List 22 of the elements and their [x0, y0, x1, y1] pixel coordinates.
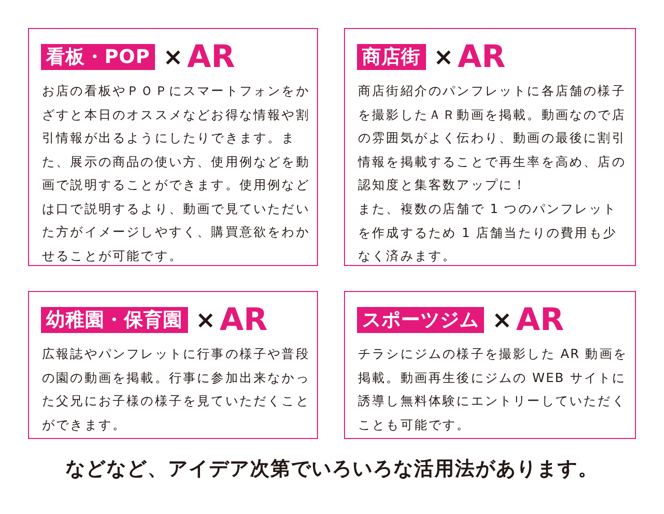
ar-text: AR	[516, 305, 564, 335]
description-text: 商店街紹介のパンフレットに各店舗の様子を撮影したＡＲ動画を掲載。動画なので店の雰囲気がよく伝わり、動画の最後に割引情報を掲載することで再生率を高め、店の認知度と集客数アップに！	[358, 82, 627, 194]
description-text: チラシにジムの様子を撮影した AR 動画を掲載。動画再生後にジムの WEB サイトに誘導し無料体験にエントリーしていただくことも可能です。	[358, 345, 628, 434]
description-text: お店の看板やＰＯＰにスマートフォンをかざすと本日のオススメなどお得な情報や割引情報が出るようにしたりできます。また、展示の商品の使い方、使用例などを動画で説明することができます。使用例などは口で説明するより、動画で見ていただいた方がイメージしやすく、購買意欲をわかせることが可能です。	[42, 82, 311, 264]
times-sign: ×	[434, 44, 454, 70]
category-label: スポーツジム	[357, 307, 484, 333]
times-sign: ×	[163, 44, 184, 70]
ar-text: AR	[458, 42, 506, 72]
ar-text: AR	[187, 42, 235, 72]
closing-text: などなど、アイデア次第でいろいろな活用法があります。	[64, 456, 600, 482]
category-label: 幼稚園・保育園	[41, 307, 188, 333]
card	[344, 291, 636, 439]
card	[28, 291, 318, 439]
card	[344, 28, 636, 266]
category-label: 看板・POP	[41, 44, 156, 70]
description-text: 広報誌やパンフレットに行事の様子や普段の園の動画を掲載。行事に参加出来なかった父兄にお子様の様子を見ていただくことができます。	[42, 345, 311, 434]
times-sign: ×	[196, 307, 216, 333]
times-sign: ×	[492, 307, 512, 333]
card	[28, 28, 318, 266]
ar-text: AR	[220, 305, 268, 335]
category-label: 商店街	[357, 44, 426, 70]
description-text: また、複数の店舗で 1 つのパンフレットを作成するため 1 店舗当たりの費用も少なく済みます。	[358, 200, 618, 265]
